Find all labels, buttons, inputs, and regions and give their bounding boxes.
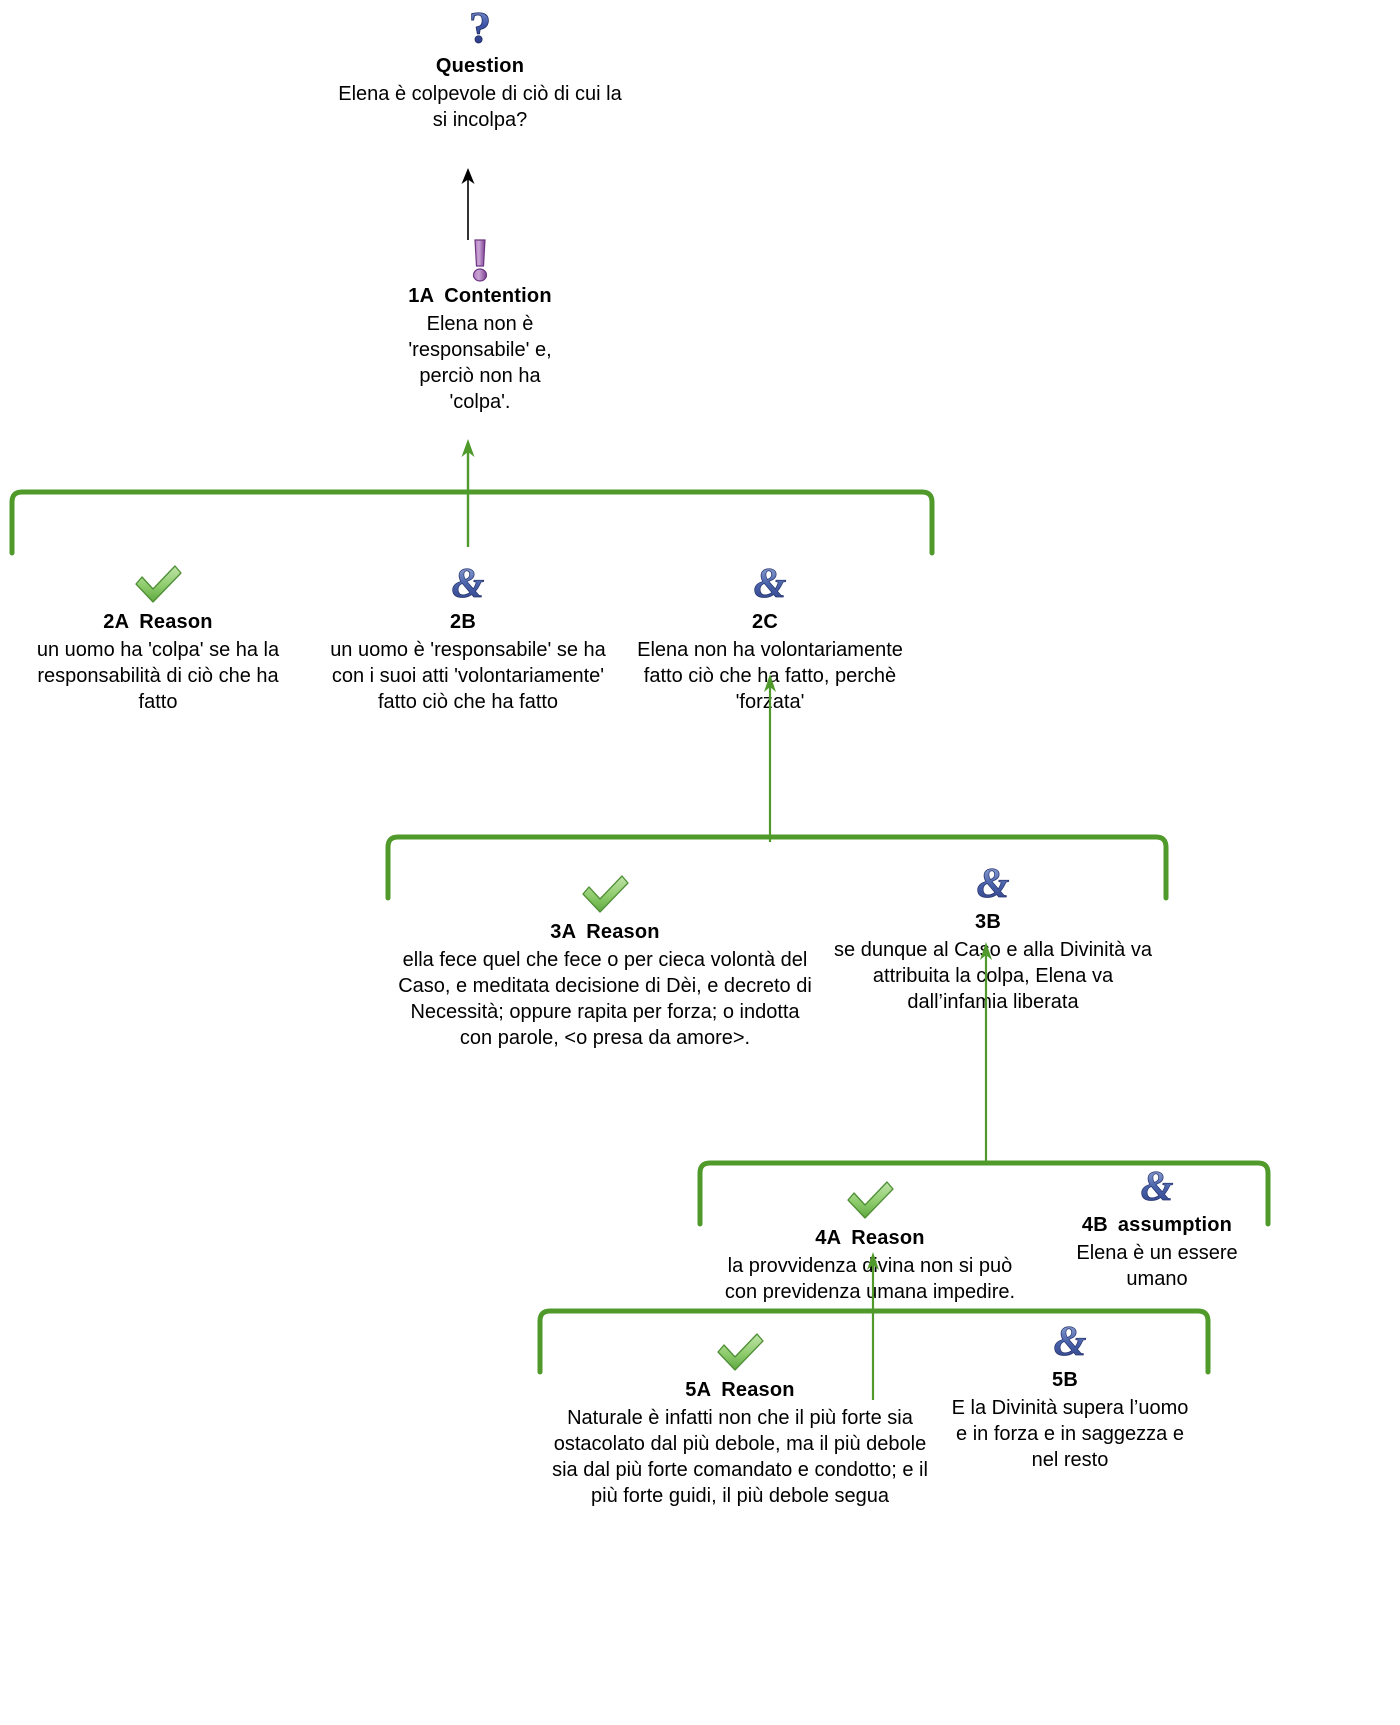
- node-2C-index: 2C: [752, 611, 778, 633]
- node-5A-type: Reason: [721, 1379, 795, 1401]
- node-1A-type: Contention: [444, 285, 552, 307]
- check-mark-icon: [540, 1330, 940, 1376]
- check-mark-icon: [390, 872, 820, 918]
- node-2A-head: 2A Reason: [8, 610, 308, 634]
- node-5B[interactable]: & 5B E la Divinità supera l’uomo e in fo…: [940, 1320, 1200, 1473]
- node-2C-head: 2C: [612, 610, 928, 634]
- node-question-type: Question: [435, 55, 525, 77]
- ampersand-icon: &: [1042, 1165, 1272, 1211]
- node-question-text: Elena è colpevole di ciò di cui la si in…: [338, 83, 622, 131]
- node-1A-head: 1A Contention: [350, 284, 610, 308]
- node-5B-text: E la Divinità supera l’uomo e in forza e…: [951, 1397, 1189, 1471]
- node-2B[interactable]: & 2B un uomo è 'responsabile' se ha con …: [320, 562, 616, 715]
- node-5A-index: 5A: [685, 1379, 712, 1401]
- svg-text:&: &: [452, 562, 485, 606]
- node-2B-text: un uomo è 'responsabile' se ha con i suo…: [330, 639, 606, 713]
- edge-group5-to-4A: [861, 1250, 885, 1400]
- node-4B-type: assumption: [1117, 1214, 1233, 1236]
- node-3B-head: 3B: [828, 910, 1158, 934]
- node-5A-text: Naturale è infatti non che il più forte …: [552, 1407, 928, 1507]
- bracket-group-4: [694, 1158, 1274, 1228]
- node-1A-text: Elena non è 'responsabile' e, perciò non…: [408, 313, 552, 413]
- ampersand-icon: &: [828, 862, 1158, 908]
- node-4A-index: 4A: [815, 1227, 842, 1249]
- edge-group4-to-3B: [974, 940, 998, 1165]
- check-mark-icon: [8, 562, 308, 608]
- svg-text:&: &: [754, 562, 787, 606]
- node-4A-type: Reason: [851, 1227, 925, 1249]
- svg-text:&: &: [977, 862, 1010, 906]
- edge-group2-to-1A: [456, 437, 480, 547]
- node-3B-index: 3B: [975, 911, 1001, 933]
- edge-group3-to-2C: [758, 672, 782, 842]
- svg-text:?: ?: [469, 6, 491, 52]
- node-4B-head: 4B assumption: [1042, 1213, 1272, 1237]
- node-question-head: Question: [330, 54, 630, 78]
- bracket-group-2: [6, 487, 938, 557]
- node-3A-index: 3A: [550, 921, 577, 943]
- node-5B-index: 5B: [1052, 1369, 1078, 1391]
- node-4B[interactable]: & 4B assumption Elena è un essere umano: [1042, 1165, 1272, 1292]
- exclamation-mark-icon: [350, 236, 610, 282]
- node-3A[interactable]: 3A Reason ella fece quel che fece o per c…: [390, 872, 820, 1051]
- node-3B-text: se dunque al Caso e alla Divinità va att…: [834, 939, 1152, 1013]
- node-2A-type: Reason: [139, 611, 213, 633]
- node-4A-head: 4A Reason: [700, 1226, 1040, 1250]
- node-2A[interactable]: 2A Reason un uomo ha 'colpa' se ha la res…: [8, 562, 308, 715]
- ampersand-icon: &: [612, 562, 928, 608]
- svg-text:&: &: [1054, 1320, 1087, 1364]
- node-question[interactable]: ? Question Elena è colpevole di ciò di c…: [330, 6, 630, 133]
- node-5A-head: 5A Reason: [540, 1378, 940, 1402]
- node-2B-index: 2B: [450, 611, 476, 633]
- bracket-group-5: [534, 1306, 1214, 1376]
- node-3B[interactable]: & 3B se dunque al Caso e alla Divinità v…: [828, 862, 1158, 1015]
- bracket-group-3: [382, 832, 1172, 902]
- ampersand-icon: &: [320, 562, 616, 608]
- svg-text:&: &: [1141, 1165, 1174, 1209]
- node-2A-text: un uomo ha 'colpa' se ha la responsabili…: [36, 639, 280, 713]
- node-2B-head: 2B: [320, 610, 616, 634]
- node-3A-type: Reason: [586, 921, 660, 943]
- node-2A-index: 2A: [103, 611, 130, 633]
- node-3A-head: 3A Reason: [390, 920, 820, 944]
- question-mark-icon: ?: [330, 6, 630, 52]
- check-mark-icon: [700, 1178, 1040, 1224]
- edge-1A-to-question: [455, 165, 481, 240]
- node-4B-text: Elena è un essere umano: [1076, 1242, 1238, 1290]
- node-5A[interactable]: 5A Reason Naturale è infatti non che il p…: [540, 1330, 940, 1509]
- node-1A[interactable]: 1A Contention Elena non è 'responsabile' …: [350, 236, 610, 415]
- node-1A-index: 1A: [408, 285, 435, 307]
- node-3A-text: ella fece quel che fece o per cieca volo…: [398, 949, 812, 1049]
- node-5B-head: 5B: [940, 1368, 1200, 1392]
- ampersand-icon: &: [940, 1320, 1200, 1366]
- node-4B-index: 4B: [1081, 1214, 1108, 1236]
